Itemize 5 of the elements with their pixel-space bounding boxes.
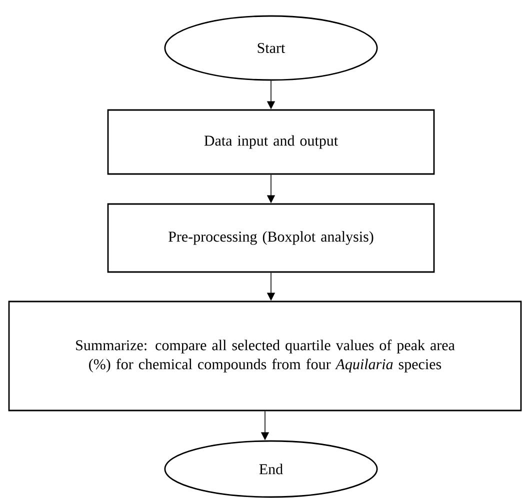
terminal-oval: End	[164, 440, 378, 498]
process-box: Summarize: compare all selected quartile values of peak area (%) for chemical compounds from four Aquilaria species	[8, 300, 522, 412]
terminal-oval: Start	[164, 15, 378, 81]
process-box: Pre-processing (Boxplot analysis)	[107, 203, 435, 273]
process-box: Data input and output	[107, 109, 435, 175]
